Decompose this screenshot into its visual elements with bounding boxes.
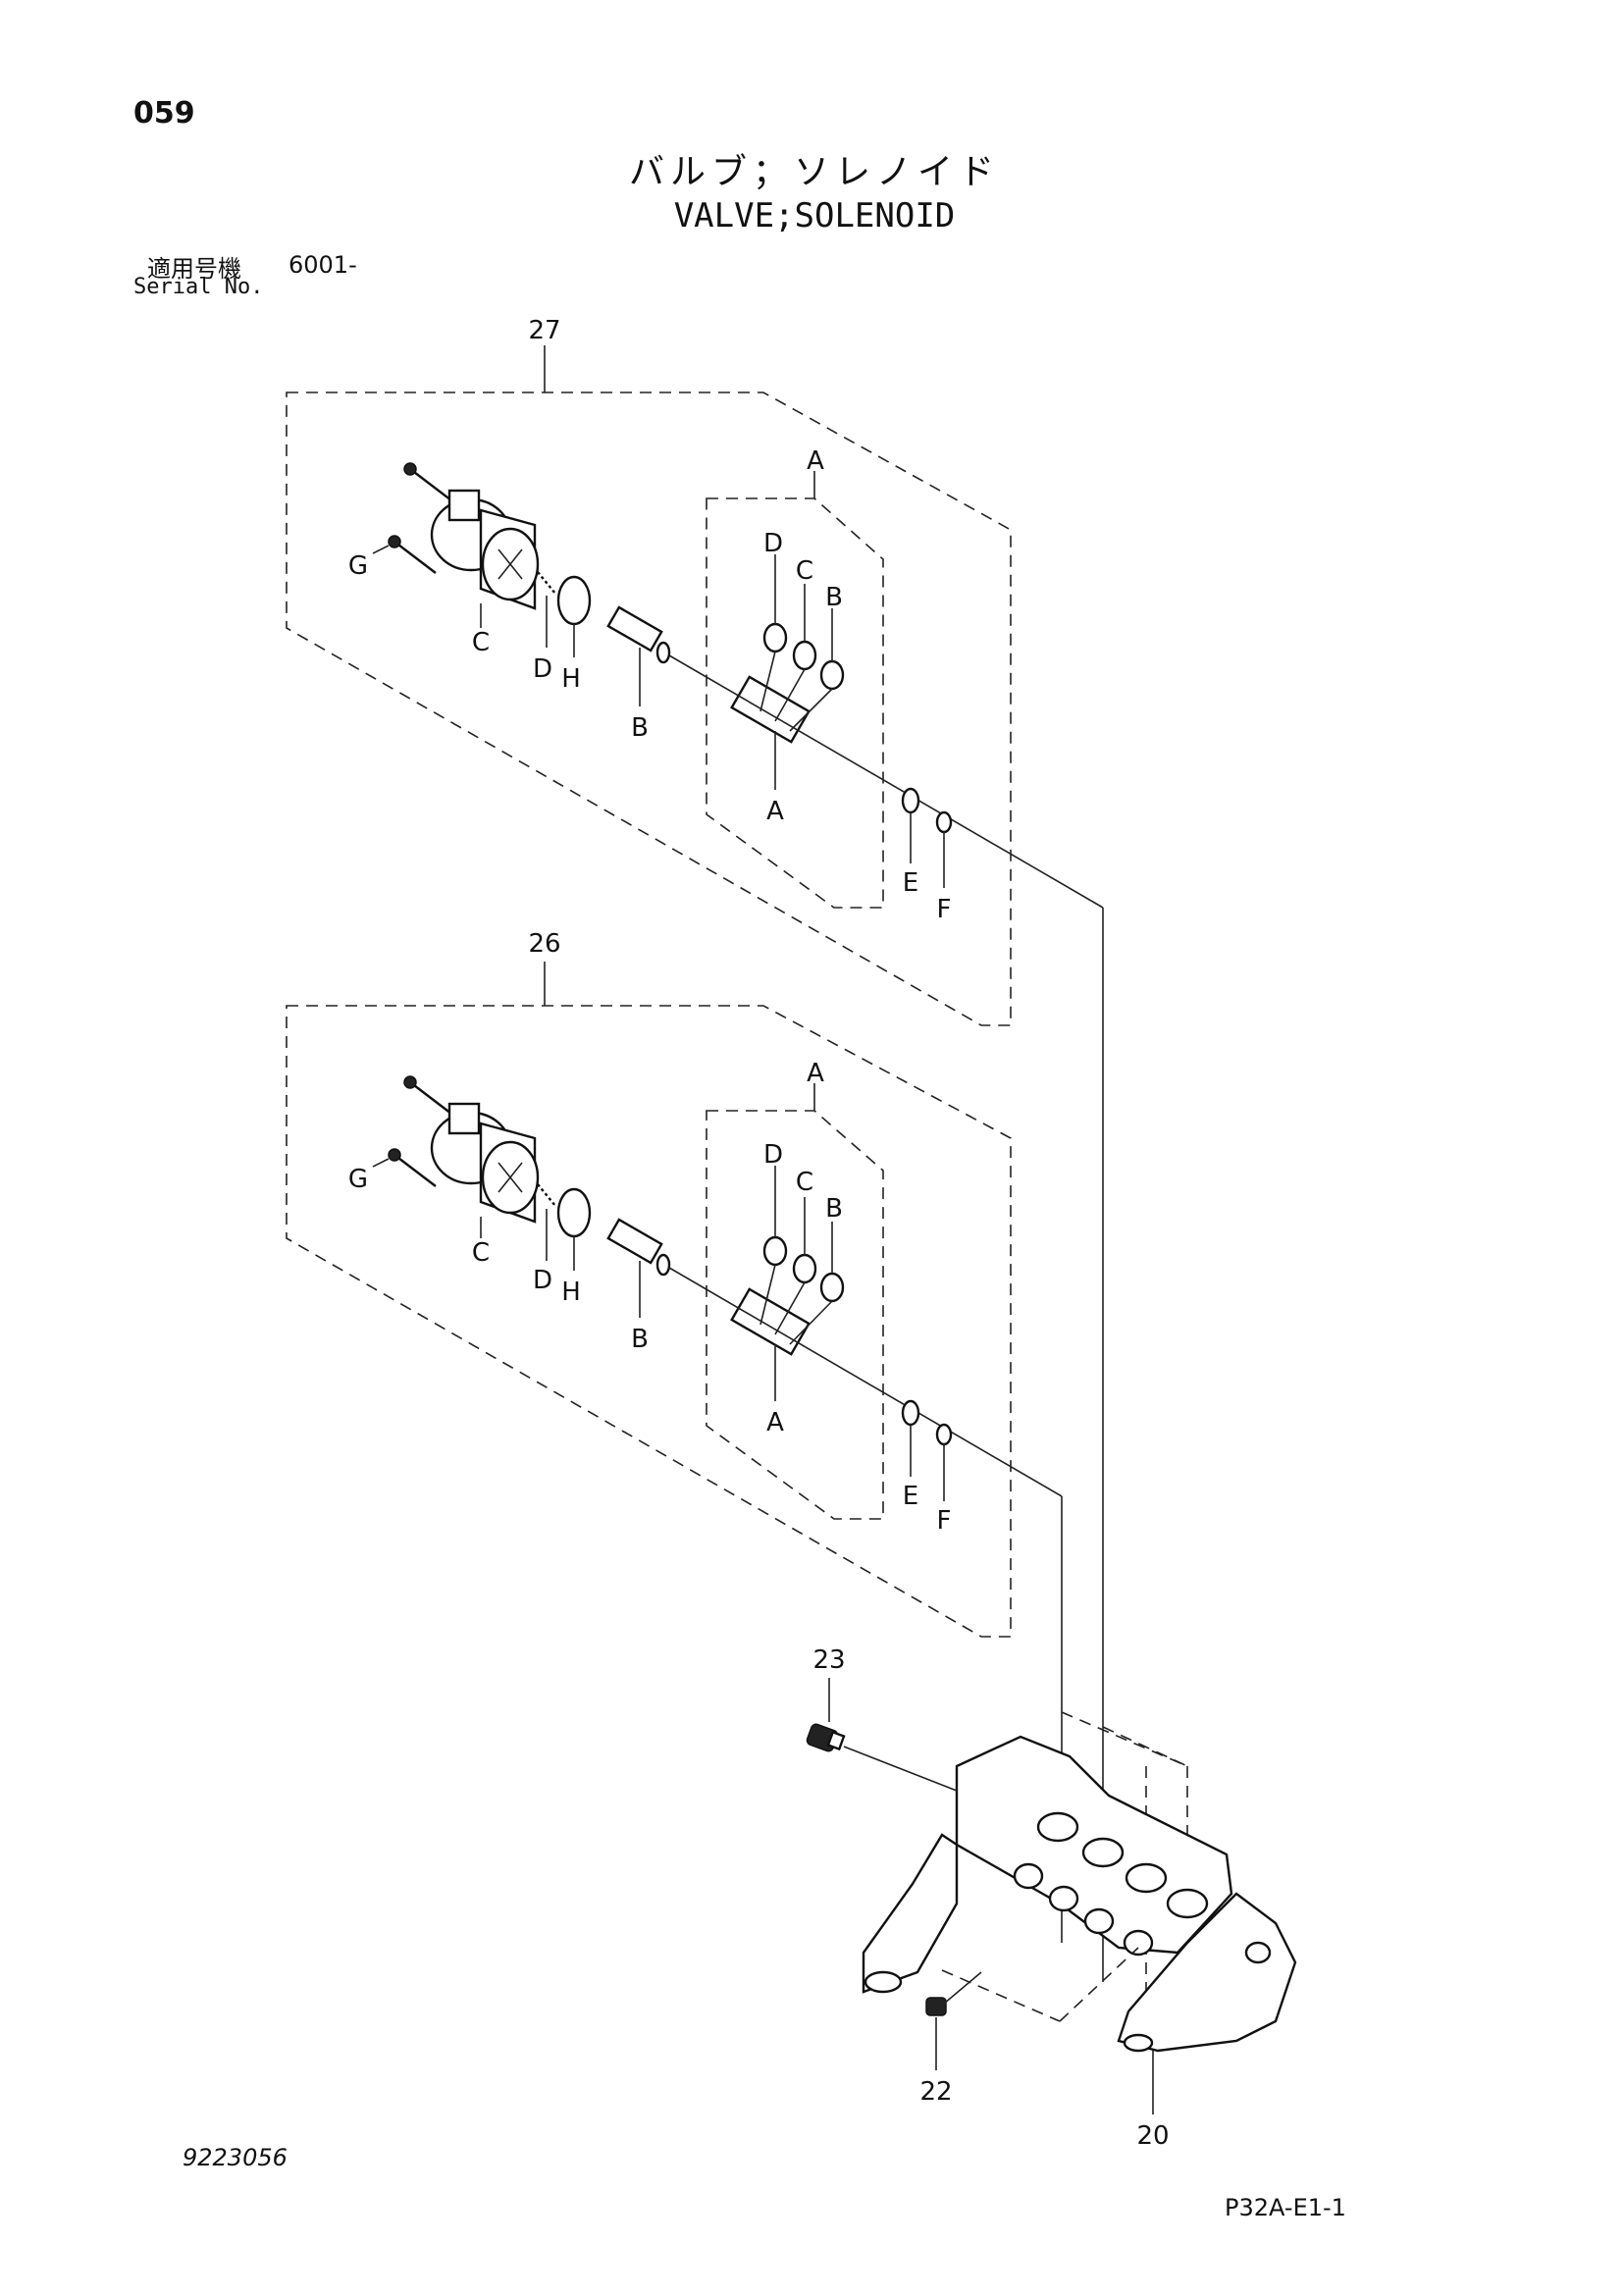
o-ring-f-27: F (935, 810, 953, 924)
page-number: 059 (133, 96, 195, 130)
callout-h-26: H (561, 1278, 581, 1307)
solenoid-coil-c-26: C (430, 1102, 540, 1268)
callout-c-right-26: C (796, 1168, 813, 1197)
o-rings-dcb-27: D C B (759, 529, 845, 732)
assembly-26-boundary (286, 1005, 1012, 1638)
o-ring-h-26: H (556, 1187, 592, 1307)
callout-c-right-27: C (796, 556, 813, 586)
callout-d-26: D (763, 1140, 783, 1170)
spool-b-26: B (606, 1218, 671, 1354)
callout-b-left-26: B (631, 1325, 649, 1354)
serial-label-english: Serial No. (133, 275, 264, 299)
screw-g-27: G (348, 462, 452, 581)
callout-d-left-27: D (533, 654, 552, 684)
callout-a-bottom-26: A (766, 1408, 784, 1437)
screw-g-26: G (348, 1075, 452, 1194)
callout-22: 22 (919, 2077, 952, 2107)
valve-block-20: 20 (862, 1735, 1297, 2151)
spring-d-26: D (533, 1183, 556, 1295)
title-japanese: バルブ；ソレノイド (628, 152, 1000, 192)
backup-ring-e-26: E (901, 1399, 920, 1511)
callout-a-bottom-27: A (766, 797, 784, 826)
side-port-4 (1123, 1929, 1154, 1957)
serial-value: 6001- (288, 251, 357, 279)
o-ring-h-27: H (556, 575, 592, 694)
assembly-27: 27 A G C D (286, 316, 1104, 1026)
port-3 (1125, 1862, 1168, 1894)
page-code: P32A-E1-1 (1225, 2194, 1346, 2221)
solenoid-coil-c-27: C (430, 489, 540, 657)
port-2 (1081, 1837, 1125, 1868)
spring-d-27: D (533, 571, 556, 684)
port-1 (1036, 1811, 1079, 1843)
side-port-3 (1083, 1907, 1115, 1935)
callout-c-26: C (472, 1238, 490, 1268)
callout-g-27: G (348, 551, 368, 581)
callout-23: 23 (812, 1645, 845, 1675)
callout-20: 20 (1136, 2121, 1169, 2151)
callout-e-26: E (903, 1482, 918, 1511)
title-english: VALVE;SOLENOID (673, 196, 956, 235)
assembly-27-boundary (286, 391, 1012, 1026)
o-ring-f-26: F (935, 1423, 953, 1536)
callout-27: 27 (528, 316, 560, 345)
callout-h-27: H (561, 664, 581, 694)
callout-f-26: F (937, 1506, 952, 1536)
callout-e-27: E (903, 868, 918, 898)
callout-f-27: F (937, 895, 952, 924)
assembly-26: 26 A G C D (286, 929, 1063, 1638)
port-4 (1166, 1888, 1209, 1919)
callout-a-top-26: A (807, 1059, 824, 1088)
callout-26: 26 (528, 929, 560, 959)
backup-ring-e-27: E (901, 787, 920, 898)
plug-23: 23 (806, 1645, 958, 1792)
callout-d-left-26: D (533, 1266, 552, 1295)
callout-b-right-27: B (825, 583, 843, 612)
callout-c-27: C (472, 628, 490, 657)
callout-d-27: D (763, 529, 783, 558)
callout-b-right-26: B (825, 1194, 843, 1224)
side-port-1 (1013, 1862, 1044, 1890)
plug-22: 22 (919, 1971, 982, 2107)
serial-label-japanese: 適用号機 (147, 255, 241, 283)
drawing-number: 9223056 (183, 2144, 288, 2171)
side-port-2 (1048, 1885, 1079, 1912)
o-rings-dcb-26: D C B (759, 1140, 845, 1345)
callout-a-top-27: A (807, 446, 824, 476)
callout-g-26: G (348, 1165, 368, 1194)
spool-b-27: B (606, 605, 671, 743)
callout-b-left-27: B (631, 713, 649, 743)
